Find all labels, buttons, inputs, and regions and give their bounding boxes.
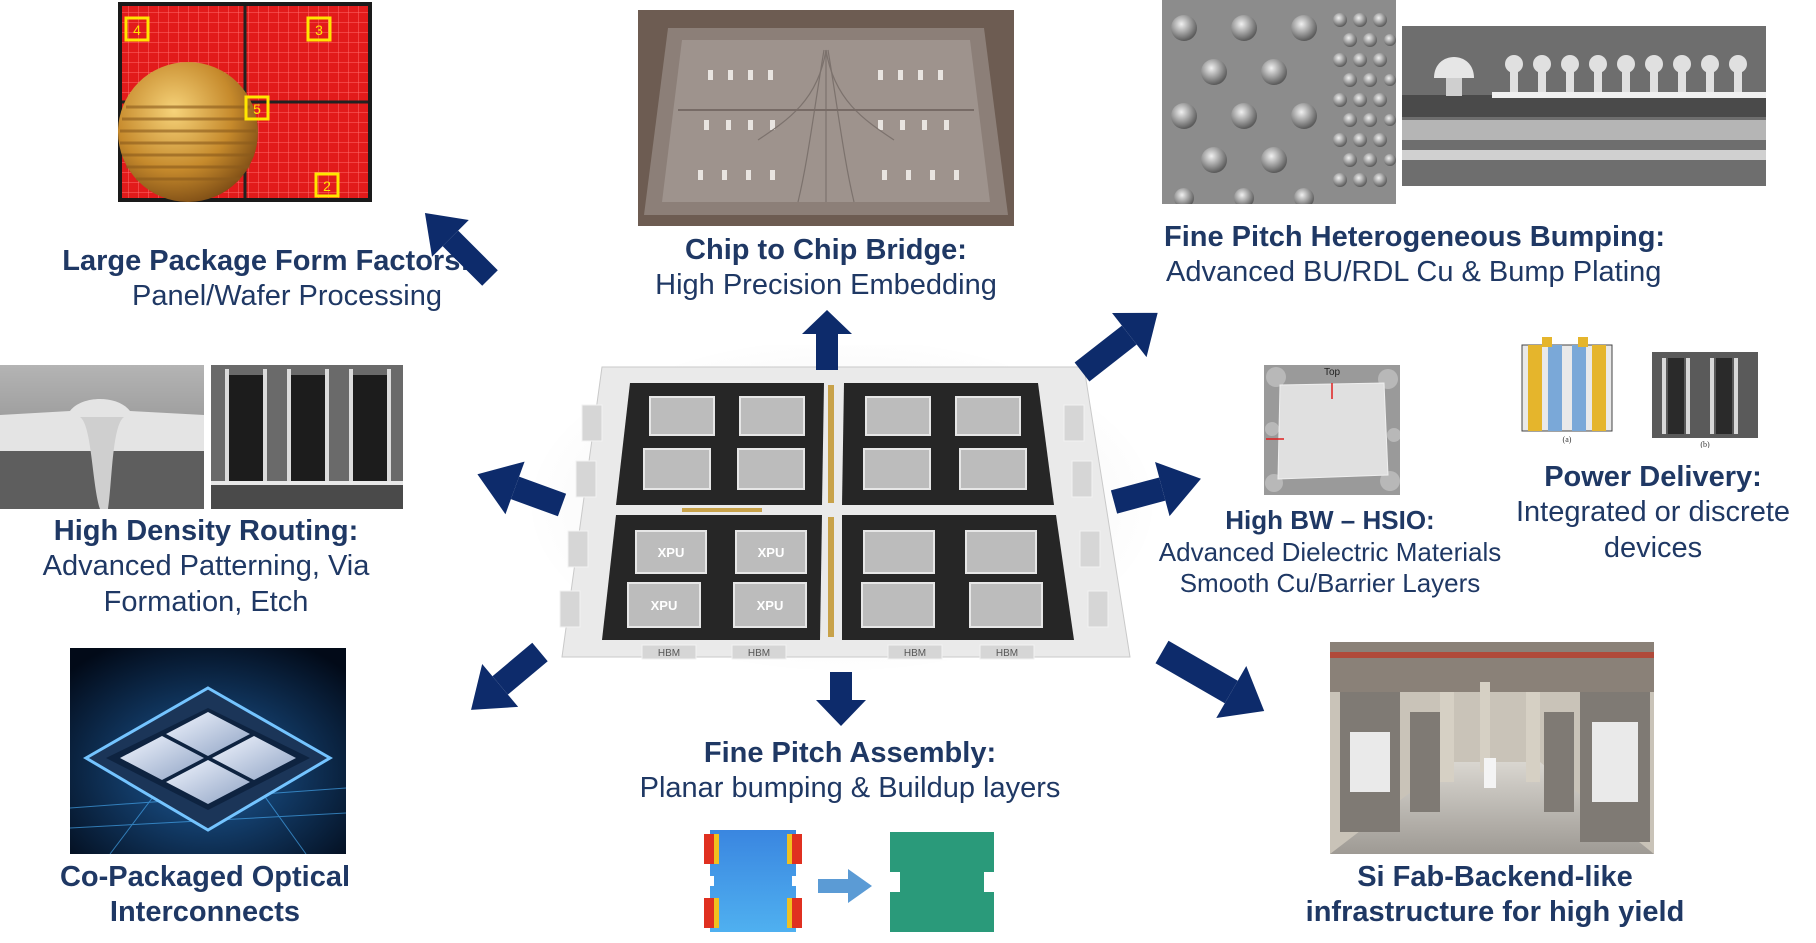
fab-line1: Si Fab-Backend-like [1357, 861, 1633, 893]
fine-pitch-bumping-title: Fine Pitch Heterogeneous Bumping: [1164, 221, 1666, 253]
power-delivery-diagram-a: (a) [1512, 325, 1622, 445]
marker-4: 4 [133, 22, 141, 38]
large-package-title: Large Package Form Factors: [62, 245, 470, 277]
hbm-label-2: HBM [748, 648, 770, 659]
cpo-line2: Interconnects [109, 896, 301, 929]
power-delivery-line1: Integrated or discrete [1515, 496, 1791, 529]
hbm-label-1: HBM [658, 648, 680, 659]
hsio-line2: Smooth Cu/Barrier Layers [1179, 568, 1481, 599]
marker-2: 2 [323, 178, 331, 194]
power-delivery-diagram-b: (b) [1652, 352, 1758, 448]
bump-sem-image [1162, 0, 1766, 204]
fab-photo [1330, 642, 1654, 854]
bridge-image [638, 10, 1014, 226]
fine-pitch-assembly-subtitle: Planar bumping & Buildup layers [639, 772, 1061, 805]
fab-line2: infrastructure for high yield [1305, 896, 1685, 929]
high-density-routing-line2: Formation, Etch [103, 585, 309, 618]
cpo-line1: Co-Packaged Optical [59, 861, 351, 893]
high-density-routing-label: High Density Routing: Advanced Patternin… [0, 514, 412, 620]
fig-a-label: (a) [1563, 435, 1572, 444]
hbm-label-4: HBM [996, 648, 1018, 659]
chip-bridge-subtitle: High Precision Embedding [655, 269, 997, 302]
hsio-top-label: Top [1324, 367, 1341, 378]
arrow-down-icon [816, 672, 866, 726]
cpo-label: Co-Packaged Optical Interconnects [0, 860, 410, 931]
xpu-label-2: XPU [758, 545, 785, 560]
hsio-cross-section: Top [1264, 365, 1400, 495]
high-density-routing-line1: Advanced Patterning, Via [42, 550, 370, 583]
chip-bridge-title: Chip to Chip Bridge: [685, 234, 967, 266]
xpu-label-3: XPU [651, 598, 678, 613]
warpage-after-image [890, 832, 994, 932]
marker-5: 5 [253, 101, 261, 117]
routing-sem-right [211, 365, 403, 509]
high-density-routing-title: High Density Routing: [53, 515, 359, 547]
xpu-label-4: XPU [757, 598, 784, 613]
marker-3: 3 [315, 22, 323, 38]
package-rendering: XPU XPU XPU XPU HBM HBM HBM HBM [532, 345, 1152, 670]
hsio-label: High BW – HSIO: Advanced Dielectric Mate… [1130, 505, 1530, 600]
power-delivery-title: Power Delivery: [1544, 461, 1762, 493]
fig-b-label: (b) [1700, 440, 1710, 448]
light-arrow-right-icon [818, 869, 872, 903]
power-delivery-line2: devices [1603, 531, 1703, 564]
fine-pitch-bumping-label: Fine Pitch Heterogeneous Bumping: Advanc… [1150, 220, 1710, 291]
hsio-title: High BW – HSIO: [1225, 505, 1435, 535]
warpage-before-image [704, 830, 802, 932]
fine-pitch-assembly-title: Fine Pitch Assembly: [703, 737, 997, 769]
power-delivery-label: Power Delivery: Integrated or discrete d… [1490, 460, 1816, 566]
fine-pitch-bumping-subtitle: Advanced BU/RDL Cu & Bump Plating [1166, 256, 1662, 289]
panel-wafer-image: 4 3 5 2 [118, 2, 372, 202]
chip-bridge-label: Chip to Chip Bridge: High Precision Embe… [570, 233, 1082, 304]
cpo-image [70, 648, 346, 854]
hsio-line1: Advanced Dielectric Materials [1158, 536, 1502, 567]
large-package-label: Large Package Form Factors: Panel/Wafer … [0, 244, 470, 315]
arrow-down-right-icon [1155, 640, 1265, 718]
hbm-label-3: HBM [904, 648, 926, 659]
fine-pitch-assembly-label: Fine Pitch Assembly: Planar bumping & Bu… [590, 736, 1110, 807]
large-package-subtitle: Panel/Wafer Processing [131, 280, 442, 313]
xpu-label-1: XPU [658, 545, 685, 560]
routing-sem-left [0, 365, 204, 509]
fab-label: Si Fab-Backend-like infrastructure for h… [1290, 860, 1700, 931]
